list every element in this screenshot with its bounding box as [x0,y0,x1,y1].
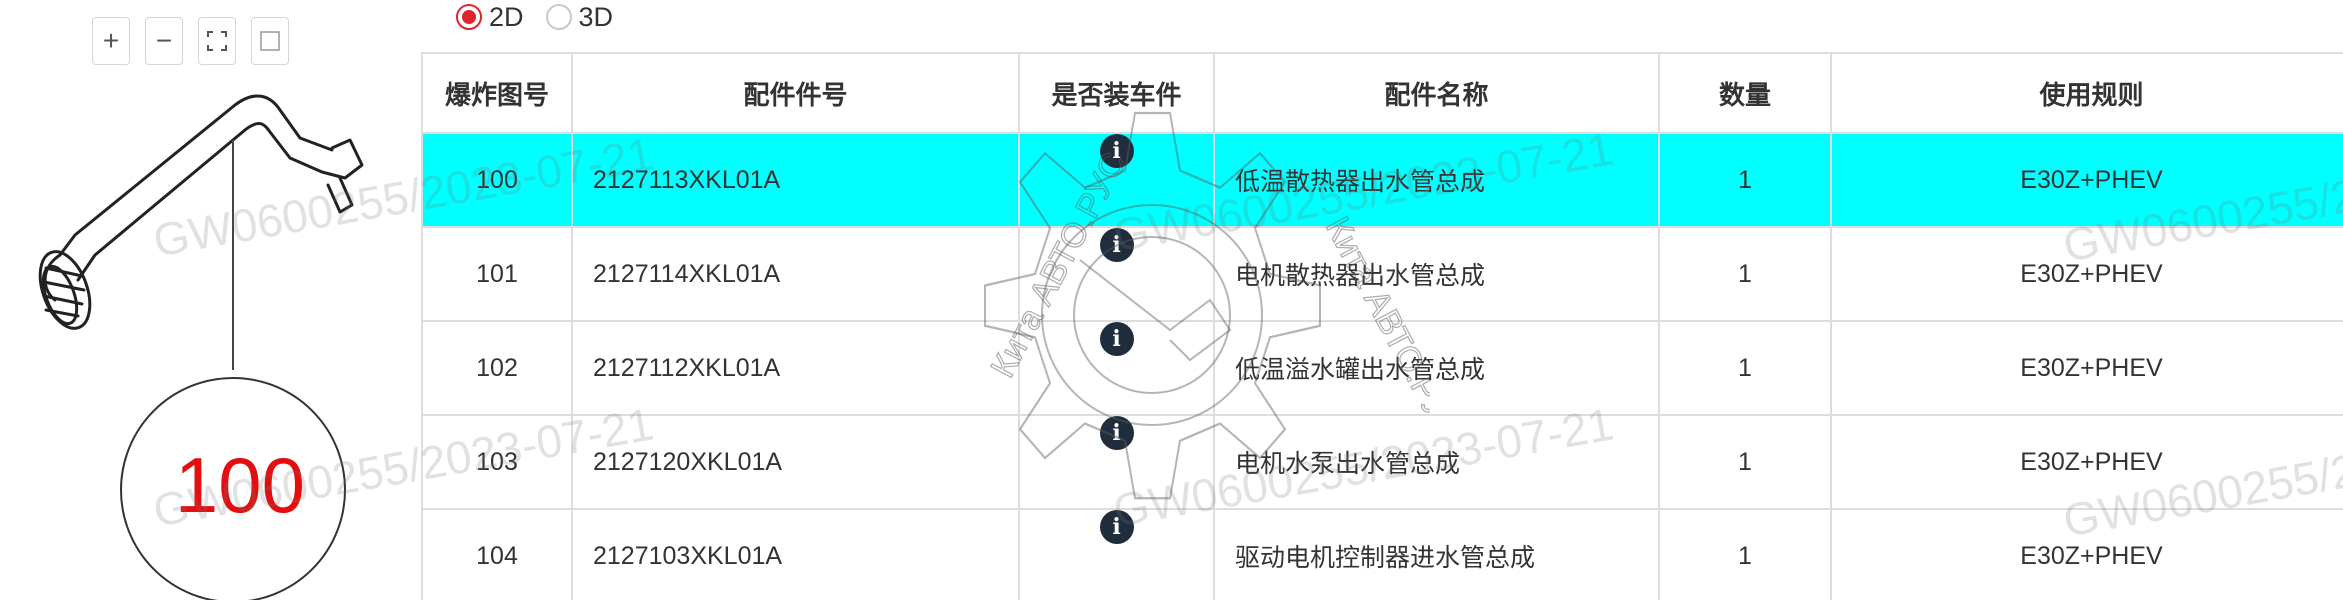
zoom-out-icon: − [155,25,173,56]
cell-exploded-no: 102 [421,320,573,416]
radio-2d[interactable] [456,4,482,30]
cell-usage-rule: E30Z+PHEV [1830,320,2343,416]
cell-part-no[interactable]: 2127113XKL01A [571,132,1020,228]
cell-quantity: 1 [1658,320,1832,416]
info-icon[interactable]: i [1099,134,1134,168]
view-mode-2d-option[interactable]: 2D [456,2,524,33]
diagram-panel: + − [0,0,425,600]
zoom-in-button[interactable]: + [92,17,130,65]
cell-usage-rule: E30Z+PHEV [1830,414,2343,510]
col-header-part-name[interactable]: 配件名称 [1213,52,1660,134]
info-icon[interactable]: i [1099,322,1134,356]
radio-3d[interactable] [545,4,572,30]
parts-table: 爆炸图号 配件件号 是否装车件 配件名称 数量 使用规则 100 2127113… [421,52,2343,600]
callout-number[interactable]: 100 [174,441,306,529]
table-row[interactable]: 101 2127114XKL01A i 电机散热器出水管总成 1 E30Z+PH… [421,226,2343,322]
callout-circle[interactable] [120,377,346,600]
radio-2d-label: 2D [489,1,524,32]
cell-part-name: 电机散热器出水管总成 [1213,226,1660,322]
cell-exploded-no: 104 [421,508,573,600]
cell-part-name: 电机水泵出水管总成 [1213,414,1660,510]
zoom-in-icon: + [102,25,120,56]
cell-part-name: 低温散热器出水管总成 [1213,132,1660,228]
fullscreen-button[interactable] [198,17,236,65]
cell-usage-rule: E30Z+PHEV [1830,132,2343,228]
col-header-quantity[interactable]: 数量 [1658,52,1832,134]
table-header-row: 爆炸图号 配件件号 是否装车件 配件名称 数量 使用规则 [421,52,2343,134]
cell-part-name: 驱动电机控制器进水管总成 [1213,508,1660,600]
info-icon[interactable]: i [1099,510,1134,544]
table-row[interactable]: 104 2127103XKL01A i 驱动电机控制器进水管总成 1 E30Z+… [421,508,2343,600]
fullscreen-icon [207,31,227,51]
cell-part-name: 低温溢水罐出水管总成 [1213,320,1660,416]
exploded-diagram[interactable] [0,0,425,600]
cell-exploded-no: 100 [421,132,573,228]
hose-part-drawing[interactable] [31,94,364,335]
cell-part-no[interactable]: 2127103XKL01A [571,508,1020,600]
parts-table-container: 爆炸图号 配件件号 是否装车件 配件名称 数量 使用规则 100 2127113… [421,52,2343,600]
cell-part-no[interactable]: 2127114XKL01A [571,226,1020,322]
info-icon[interactable]: i [1099,228,1134,262]
cell-quantity: 1 [1658,414,1832,510]
radio-3d-label: 3D [578,1,614,32]
zoom-out-button[interactable]: − [145,17,183,65]
cell-quantity: 1 [1658,226,1832,322]
cell-part-no[interactable]: 2127120XKL01A [571,414,1020,510]
cell-part-no[interactable]: 2127112XKL01A [571,320,1020,416]
col-header-exploded-no[interactable]: 爆炸图号 [421,52,573,134]
cell-exploded-no: 101 [421,226,573,322]
view-mode-toggle: 2D 3D [456,0,635,34]
col-header-usage-rule[interactable]: 使用规则 [1830,52,2343,134]
cell-quantity: 1 [1658,132,1832,228]
cell-usage-rule: E30Z+PHEV [1830,226,2343,322]
info-icon[interactable]: i [1099,416,1134,450]
reset-view-button[interactable] [251,17,289,65]
cell-quantity: 1 [1658,508,1832,600]
col-header-part-no[interactable]: 配件件号 [571,52,1020,134]
table-row[interactable]: 102 2127112XKL01A i 低温溢水罐出水管总成 1 E30Z+PH… [421,320,2343,416]
reset-view-icon [260,31,280,51]
cell-exploded-no: 103 [421,414,573,510]
table-row[interactable]: 100 2127113XKL01A i 低温散热器出水管总成 1 E30Z+PH… [421,132,2343,228]
table-row[interactable]: 103 2127120XKL01A i 电机水泵出水管总成 1 E30Z+PHE… [421,414,2343,510]
zoom-toolbar: + − [92,17,289,65]
col-header-is-installed[interactable]: 是否装车件 [1018,52,1215,134]
view-mode-3d-option[interactable]: 3D [545,1,614,33]
cell-usage-rule: E30Z+PHEV [1830,508,2343,600]
